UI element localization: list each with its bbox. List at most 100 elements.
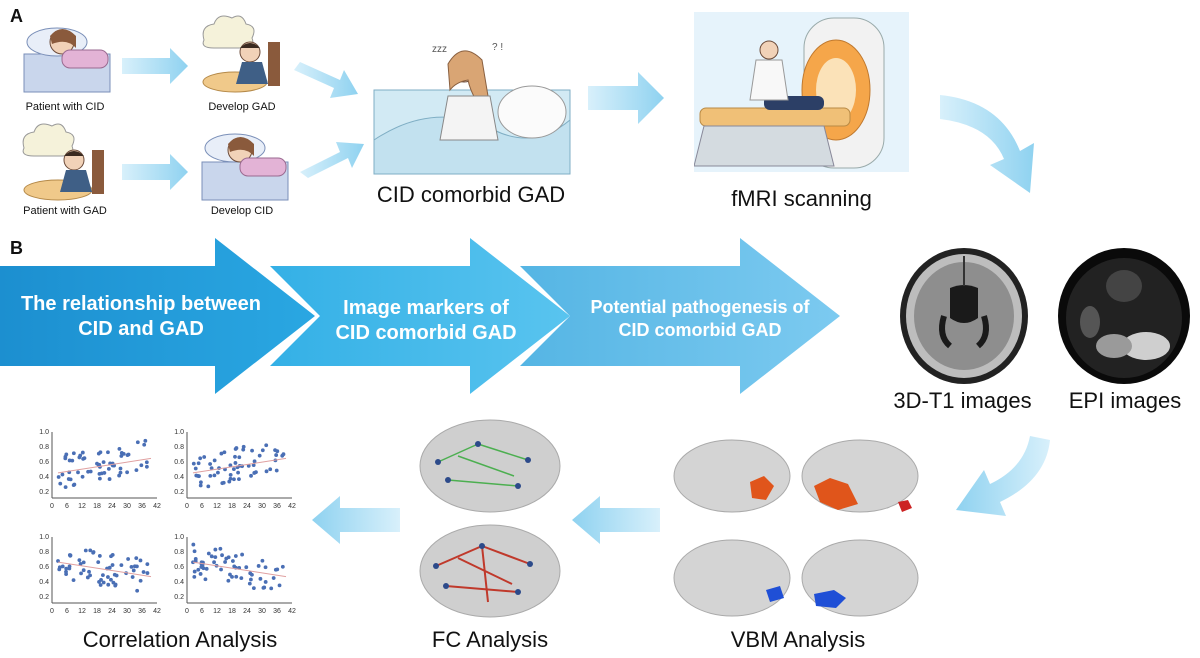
scatter-point [125,453,130,458]
y-tick-label: 0.4 [39,579,49,586]
caption-comorbid: CID comorbid GAD [376,182,566,207]
scatter-point [209,554,214,559]
scatter-point [280,564,285,569]
scatter-point [121,451,126,456]
scatter-point [194,473,199,478]
x-tick-label: 30 [258,608,266,615]
scatter-point [252,459,257,464]
scatter-point [273,448,277,453]
caption-t1: 3D-T1 images [893,388,1032,413]
scatter-point [85,575,90,580]
x-tick-label: 24 [108,503,116,510]
scatter-point [226,555,231,560]
scatter-point [263,580,268,584]
scatter-point [118,466,123,471]
scatter-point [208,462,213,466]
scatter-point [206,484,211,489]
patient-cid-illustration [22,14,112,94]
caption-patient-gad: Patient with GAD [23,205,107,217]
x-tick-label: 36 [273,608,281,615]
scatter-point [145,571,150,575]
scatter-point [208,473,213,478]
scatter-point [246,463,251,468]
scatter-point [247,581,252,586]
develop-gad-illustration [200,12,290,97]
x-tick-label: 24 [243,503,251,510]
y-tick-label: 0.6 [174,459,184,466]
scatter-point [262,585,267,590]
caption-vbm: VBM Analysis [730,627,866,652]
scatter-point [274,453,279,457]
caption-epi: EPI images [1068,388,1182,413]
scatter-point [234,574,239,579]
x-tick-label: 0 [50,608,54,615]
band-segment-2 [270,238,570,394]
x-tick-label: 0 [185,608,189,615]
scatter-point [77,455,82,460]
caption-fmri: fMRI scanning [731,186,872,211]
y-tick-label: 0.2 [174,489,184,496]
scatter-point [271,576,276,580]
x-tick-label: 12 [78,608,86,615]
arrow-images-to-vbm [956,436,1050,516]
scatter-point [277,583,282,588]
scatter-point [199,480,203,485]
y-tick-label: 0.8 [174,549,184,556]
x-tick-label: 36 [138,608,146,615]
scatter-point [110,563,115,567]
scatter-point [141,570,146,574]
scatter-point [56,475,61,479]
scatter-point [230,559,235,563]
scatter-point [87,569,91,574]
scatter-point [249,577,253,582]
scatter-point [196,461,201,466]
x-tick-label: 42 [153,608,161,615]
scatter-point [193,557,198,561]
fmri-scanner-illustration [694,12,909,172]
scatter-point [268,467,273,472]
x-tick-label: 30 [123,503,131,510]
scatter-point [117,473,122,478]
panel-a-arrows [122,48,1034,193]
scatter-point [237,455,242,460]
scatter-point [241,444,246,449]
scatter-point [119,563,124,567]
scatter-point [139,463,144,468]
scatter-point [97,476,102,481]
scatter-point [97,554,102,558]
band-label-relationship: The relationship between CID and GAD [20,293,262,340]
panel-label-b: B [10,238,23,258]
scatter-point [77,558,82,563]
arrow-fmri-to-images [940,95,1034,193]
scatter-point [80,450,85,455]
arrow-bottom-to-comorbid [300,142,364,178]
x-tick-label: 12 [213,503,221,510]
y-tick-label: 1.0 [39,429,49,436]
scatter-point [142,442,147,447]
scatter-point [204,566,209,571]
x-tick-label: 6 [200,503,204,510]
x-tick-label: 0 [50,503,54,510]
scatter-point [58,481,63,486]
y-tick-label: 0.6 [174,564,184,571]
fit-line [57,561,152,578]
arrow-vbm-to-fc [572,496,660,544]
scatter-point [231,467,236,472]
scatter-point [81,560,86,565]
x-tick-label: 18 [93,608,101,615]
scatter-point [275,567,280,572]
scatter-point [232,477,236,482]
scatter-point [240,552,245,557]
scatter-point [138,558,143,563]
scatter-point [256,564,261,568]
scatter-point [135,440,140,445]
scatter-point [71,578,76,583]
scatter-point [206,551,211,556]
scatter-point [106,467,111,471]
scatter-point [202,455,207,459]
scatter-point [222,450,227,455]
scatter-point [83,548,88,553]
scatter-point [219,567,223,572]
caption-develop-cid: Develop CID [210,205,274,217]
